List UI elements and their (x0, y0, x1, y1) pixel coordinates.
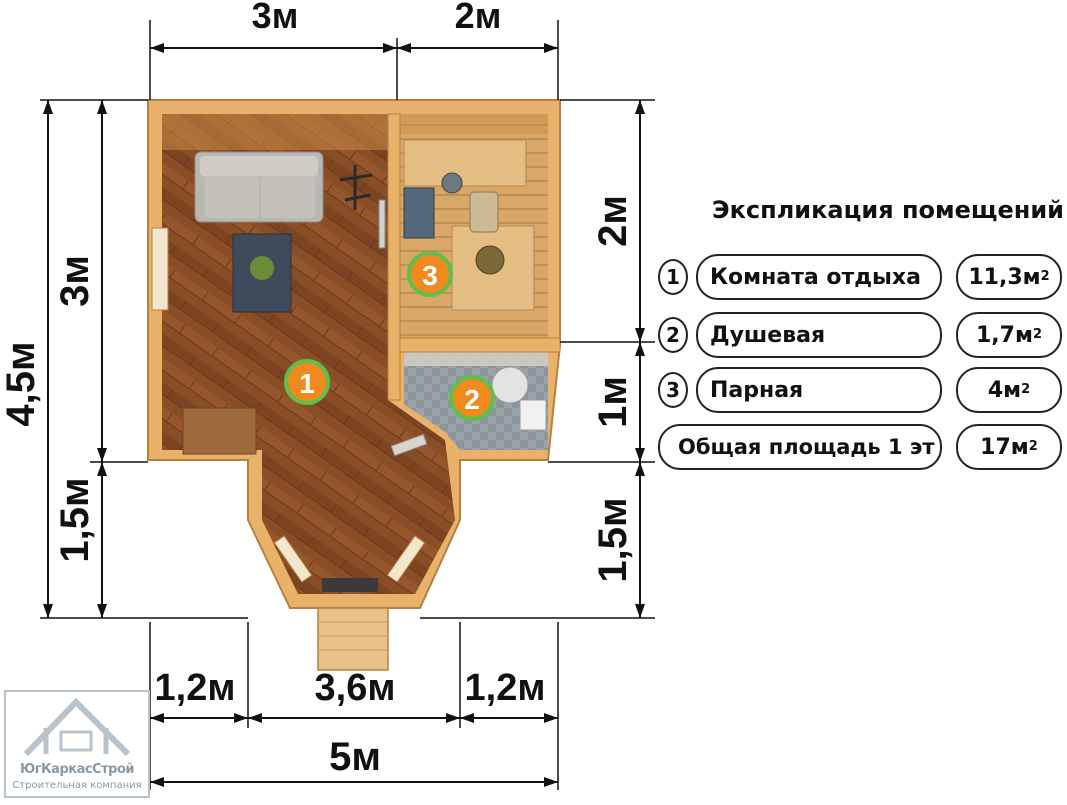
legend-room-name: Душевая (696, 312, 942, 358)
dim-bottom-middle: 3,6м (315, 667, 396, 709)
sofa (194, 151, 324, 223)
sink-icon (491, 366, 529, 404)
legend-number: 3 (658, 372, 688, 408)
shower-tray (519, 399, 547, 431)
legend-number: 1 (658, 259, 688, 295)
legend-room-name: Комната отдыха (696, 254, 942, 300)
dim-bottom-total: 5м (329, 735, 381, 779)
dim-top-left: 3м (252, 0, 299, 36)
coat-stand-icon (339, 165, 373, 210)
dim-bottom-right: 1,2м (465, 667, 546, 709)
dim-left: 4,5м 3м 1,5м (0, 99, 248, 619)
plant-icon (250, 256, 274, 280)
dim-top: 3м 2м (149, 0, 559, 100)
svg-text:3: 3 (422, 260, 438, 291)
legend-number: 2 (658, 317, 688, 353)
dim-left-upper: 3м (53, 255, 97, 307)
door-handle (378, 199, 386, 249)
room-marker-2: 2 (449, 375, 495, 421)
dim-bottom-left: 1,2м (155, 667, 236, 709)
legend-total-name: Общая площадь 1 эт (658, 424, 942, 470)
partitions (387, 113, 561, 401)
dim-right-lower: 1,5м (591, 497, 635, 582)
watermark-company: ЮгКаркасСтрой (20, 762, 134, 777)
stove-icon (403, 187, 435, 239)
dim-top-right: 2м (455, 0, 502, 36)
legend-room-name: Парная (696, 367, 942, 413)
room-marker-3: 3 (407, 251, 453, 297)
svg-text:2: 2 (464, 384, 480, 415)
door-shower (390, 433, 428, 457)
window-bay-left (273, 535, 313, 583)
explication-legend: Экспликация помещений 1 Комната отдыха 1… (652, 190, 1067, 480)
cabinet (182, 407, 257, 455)
window-bay-right (386, 535, 426, 583)
window-left (151, 227, 169, 311)
company-watermark: ЮгКаркасСтрой Строительная компания (4, 690, 150, 798)
tub-icon (475, 245, 505, 275)
legend-title: Экспликация помещений (712, 196, 1064, 224)
dim-right: 2м 1м 1,5м (420, 99, 655, 619)
dim-bottom: 1,2м 3,6м 1,2м 5м (149, 622, 559, 790)
svg-text:1: 1 (299, 368, 315, 399)
bench (322, 578, 378, 592)
dim-left-total: 4,5м (0, 341, 43, 426)
room-rest (151, 114, 455, 594)
dim-left-lower: 1,5м (53, 477, 97, 562)
entrance-steps (317, 607, 389, 671)
dim-right-middle: 1м (591, 376, 635, 428)
house-logo-icon (23, 697, 131, 757)
dim-right-upper: 2м (591, 195, 635, 247)
room-steam (400, 114, 548, 338)
room-marker-1: 1 (284, 359, 330, 405)
watermark-tagline: Строительная компания (12, 780, 142, 791)
bucket-icon (469, 191, 499, 233)
